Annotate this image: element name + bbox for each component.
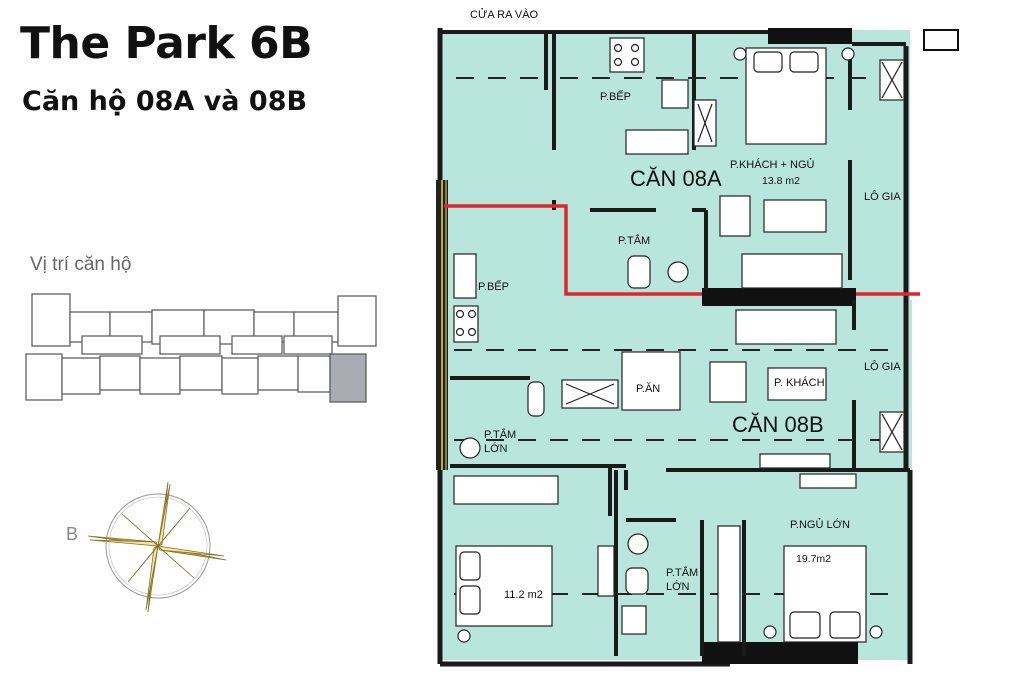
room-loggia-a: LÔ GIA [864, 190, 901, 203]
location-label: Vị trí căn hộ [30, 254, 132, 275]
room-living-a-area: 13.8 m2 [762, 175, 800, 187]
room-dining-b: P.ĂN [636, 382, 660, 395]
unit-08a-label: CĂN 08A [630, 166, 722, 191]
room-kitchen-a: P.BẾP [600, 90, 631, 103]
room-bath-a: P.TẮM [618, 234, 650, 247]
unit-highlight [329, 353, 367, 403]
window-top [768, 28, 852, 44]
window-mid [702, 288, 856, 306]
compass-north-label: B [66, 524, 78, 544]
room-bedroom-b1-area: 11.2 m2 [504, 589, 543, 601]
room-master-b-area: 19.7m2 [796, 553, 831, 565]
room-living-a: P.KHÁCH + NGỦ [730, 158, 815, 171]
page-subtitle: Căn hộ 08A và 08B [22, 86, 308, 117]
page-title: The Park 6B [20, 18, 313, 69]
entrance-label: CỬA RA VÀO [470, 8, 539, 21]
floor-plan: CỬA RA VÀO CĂN 08A CĂN 08B P.BẾP P.KHÁCH… [436, 8, 959, 667]
room-loggia-b: LÔ GIA [864, 360, 901, 373]
compass-icon: B [66, 481, 227, 613]
location-key-plan [25, 293, 377, 403]
unit-08b-label: CĂN 08B [732, 412, 824, 437]
room-master-b: P.NGỦ LỚN [790, 518, 850, 531]
room-living-b: P. KHÁCH [774, 376, 825, 389]
room-kitchen-b: P.BẾP [478, 280, 509, 293]
window-bottom [702, 642, 858, 664]
